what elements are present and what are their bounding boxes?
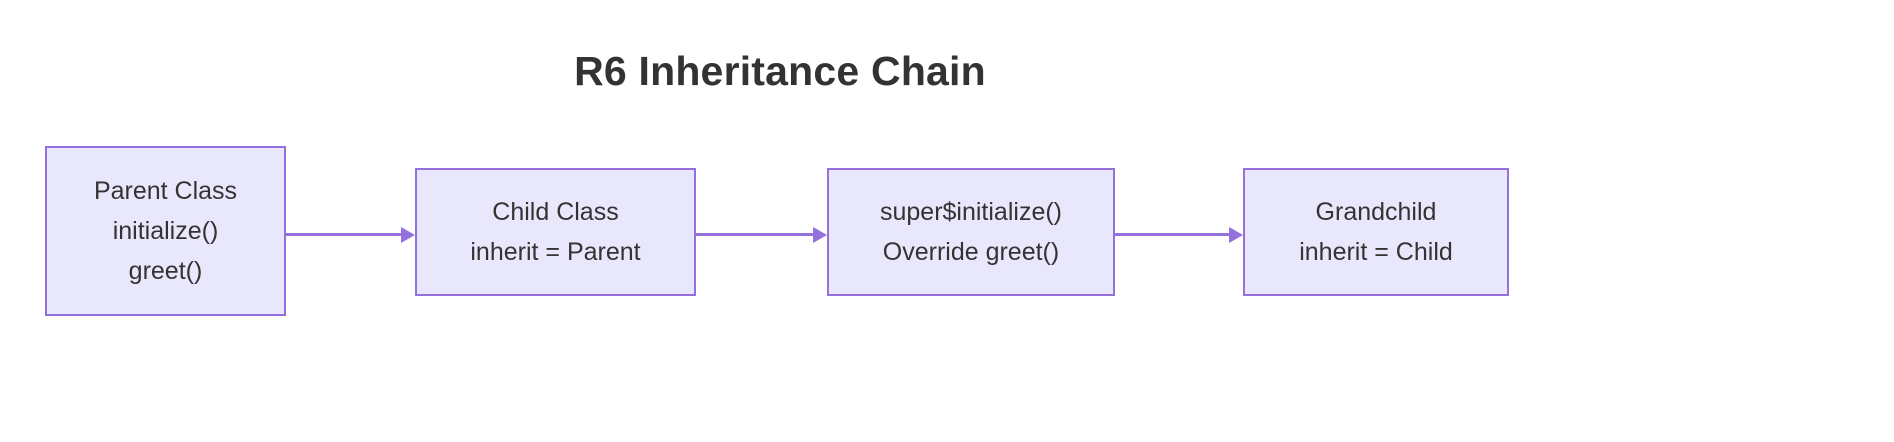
arrowhead-icon: [1229, 227, 1243, 243]
edge-line: [1115, 233, 1230, 236]
node-parent-class[interactable]: Parent Class initialize() greet(): [45, 146, 286, 316]
edge-parent-to-child: [286, 227, 415, 243]
node-grandchild-line-1: Grandchild: [1315, 198, 1437, 226]
node-parent-class-line-3: greet(): [128, 257, 203, 285]
node-child-class[interactable]: Child Class inherit = Parent: [415, 168, 696, 296]
node-grandchild-line-2: inherit = Child: [1299, 238, 1453, 266]
node-super-initialize-line-1: super$initialize(): [879, 198, 1063, 226]
edge-child-to-super: [696, 227, 827, 243]
page-title: R6 Inheritance Chain: [574, 48, 986, 94]
arrowhead-icon: [401, 227, 415, 243]
edge-super-to-grandchild: [1115, 227, 1243, 243]
node-parent-class-line-2: initialize(): [112, 217, 219, 245]
edge-line: [286, 233, 402, 236]
node-super-initialize-line-2: Override greet(): [882, 238, 1060, 266]
node-super-initialize[interactable]: super$initialize() Override greet(): [827, 168, 1115, 296]
arrowhead-icon: [813, 227, 827, 243]
node-child-class-line-1: Child Class: [492, 198, 619, 226]
node-parent-class-line-1: Parent Class: [93, 177, 238, 205]
node-child-class-line-2: inherit = Parent: [470, 238, 641, 266]
edge-line: [696, 233, 814, 236]
node-grandchild[interactable]: Grandchild inherit = Child: [1243, 168, 1509, 296]
